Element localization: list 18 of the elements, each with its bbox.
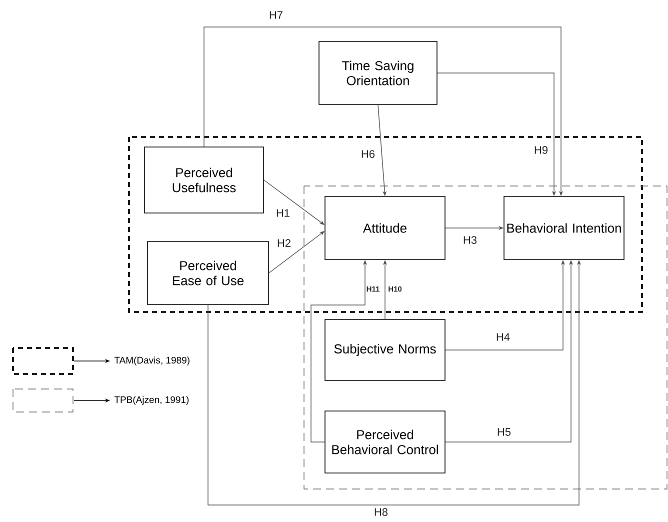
edge-label: H6 xyxy=(362,150,375,158)
legend-text: TPB(Ajzen, 1991) xyxy=(114,396,189,405)
legend-text: TAM(Davis, 1989) xyxy=(114,356,190,366)
concept-box: Behavioral Intention xyxy=(504,196,624,260)
edge-label: H5 xyxy=(498,428,511,436)
edge-label: H2 xyxy=(278,239,290,247)
edge-label: H3 xyxy=(464,236,477,244)
edge-label: H4 xyxy=(496,333,510,341)
concept-box: Subjective Norms xyxy=(324,319,446,381)
concept-box: Perceived Usefulness xyxy=(144,146,264,214)
concept-box: Perceived Ease of Use xyxy=(147,241,269,305)
concept-box: Time Saving Orientation xyxy=(318,41,438,105)
concept-box: Attitude xyxy=(324,196,446,260)
concept-box: Perceived Behavioral Control xyxy=(324,410,446,474)
edge-label: H7 xyxy=(270,11,282,19)
edge-label: H9 xyxy=(534,146,548,154)
edge-label: H1 xyxy=(276,209,290,217)
edge-label: H8 xyxy=(374,508,388,516)
